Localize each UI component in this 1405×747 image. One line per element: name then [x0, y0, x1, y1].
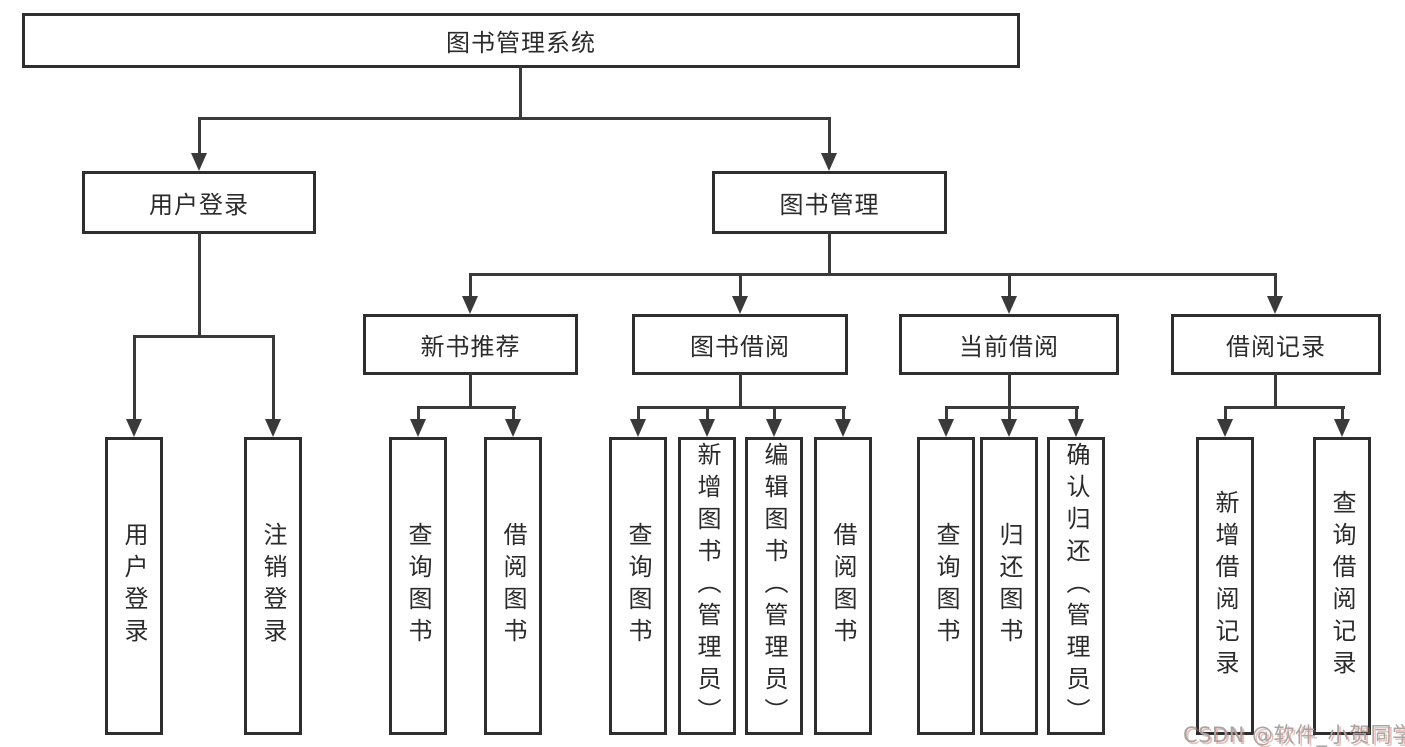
leaf-return-book: 归还图书 — [980, 437, 1038, 735]
leaf-label: 查询图书 — [404, 522, 432, 650]
leaf-query-book: 查询图书 — [609, 437, 667, 735]
leaf-label: 注销登录 — [259, 522, 287, 650]
connector-arrow — [1068, 408, 1084, 437]
leaf-label: 新增图书（管理员） — [693, 442, 721, 730]
csdn-watermark: CSDN @软件_小贺同学 — [1183, 723, 1405, 747]
node-book-management: 图书管理 — [712, 171, 947, 234]
connector-arrow — [410, 408, 426, 437]
leaf-query-book: 查询图书 — [389, 437, 447, 735]
leaf-label: 查询借阅记录 — [1328, 490, 1356, 682]
connector-arrow — [1217, 408, 1233, 437]
node-root: 图书管理系统 — [22, 13, 1020, 68]
connector-arrow — [835, 408, 851, 437]
leaf-add-borrow-record: 新增借阅记录 — [1196, 437, 1254, 735]
connector-arrow — [462, 275, 478, 314]
leaf-add-book-admin: 新增图书（管理员） — [678, 437, 736, 735]
node-user-login: 用户登录 — [82, 171, 316, 234]
leaf-label: 借阅图书 — [829, 522, 857, 650]
connector-line — [1223, 406, 1345, 409]
connector-line — [1273, 373, 1277, 408]
connector-arrow — [699, 408, 715, 437]
leaf-label: 新增借阅记录 — [1211, 490, 1239, 682]
leaf-label: 查询图书 — [932, 522, 960, 650]
node-book-borrow: 图书借阅 — [632, 314, 848, 375]
connector-arrow — [126, 337, 142, 437]
connector-arrow — [938, 408, 954, 437]
leaf-label: 归还图书 — [995, 522, 1023, 650]
node-new-book-recommend: 新书推荐 — [363, 314, 578, 375]
connector-arrow — [191, 119, 207, 171]
leaf-label: 编辑图书（管理员） — [760, 442, 788, 730]
connector-line — [1007, 373, 1011, 408]
connector-line — [197, 117, 831, 120]
connector-line — [468, 373, 472, 408]
connector-line — [416, 406, 516, 409]
connector-arrow — [265, 337, 281, 437]
connector-arrow — [766, 408, 782, 437]
connector-line — [944, 406, 1079, 409]
connector-arrow — [505, 408, 521, 437]
connector-line — [738, 373, 742, 408]
connector-arrow — [1334, 408, 1350, 437]
leaf-label: 借阅图书 — [499, 522, 527, 650]
leaf-query-borrow-record: 查询借阅记录 — [1313, 437, 1371, 735]
node-borrow-records: 借阅记录 — [1171, 314, 1381, 375]
connector-line — [468, 273, 1277, 276]
node-current-borrow: 当前借阅 — [899, 314, 1119, 375]
connector-line — [519, 66, 522, 119]
leaf-user-login: 用户登录 — [105, 437, 163, 735]
connector-line — [636, 406, 846, 409]
leaf-borrow-book: 借阅图书 — [814, 437, 872, 735]
connector-arrow — [732, 275, 748, 314]
leaf-label: 查询图书 — [624, 522, 652, 650]
leaf-query-book: 查询图书 — [917, 437, 975, 735]
leaf-label: 确认归还（管理员） — [1062, 442, 1090, 730]
connector-arrow — [630, 408, 646, 437]
leaf-confirm-return-admin: 确认归还（管理员） — [1047, 437, 1105, 735]
leaf-logout: 注销登录 — [244, 437, 302, 735]
connector-line — [827, 232, 831, 276]
leaf-label: 用户登录 — [120, 522, 148, 650]
connector-arrow — [1001, 408, 1017, 437]
connector-arrow — [1267, 275, 1283, 314]
leaf-edit-book-admin: 编辑图书（管理员） — [745, 437, 803, 735]
leaf-borrow-book: 借阅图书 — [484, 437, 542, 735]
connector-line — [197, 232, 201, 337]
connector-arrow — [821, 119, 837, 171]
connector-arrow — [1001, 275, 1017, 314]
connector-line — [132, 335, 275, 338]
